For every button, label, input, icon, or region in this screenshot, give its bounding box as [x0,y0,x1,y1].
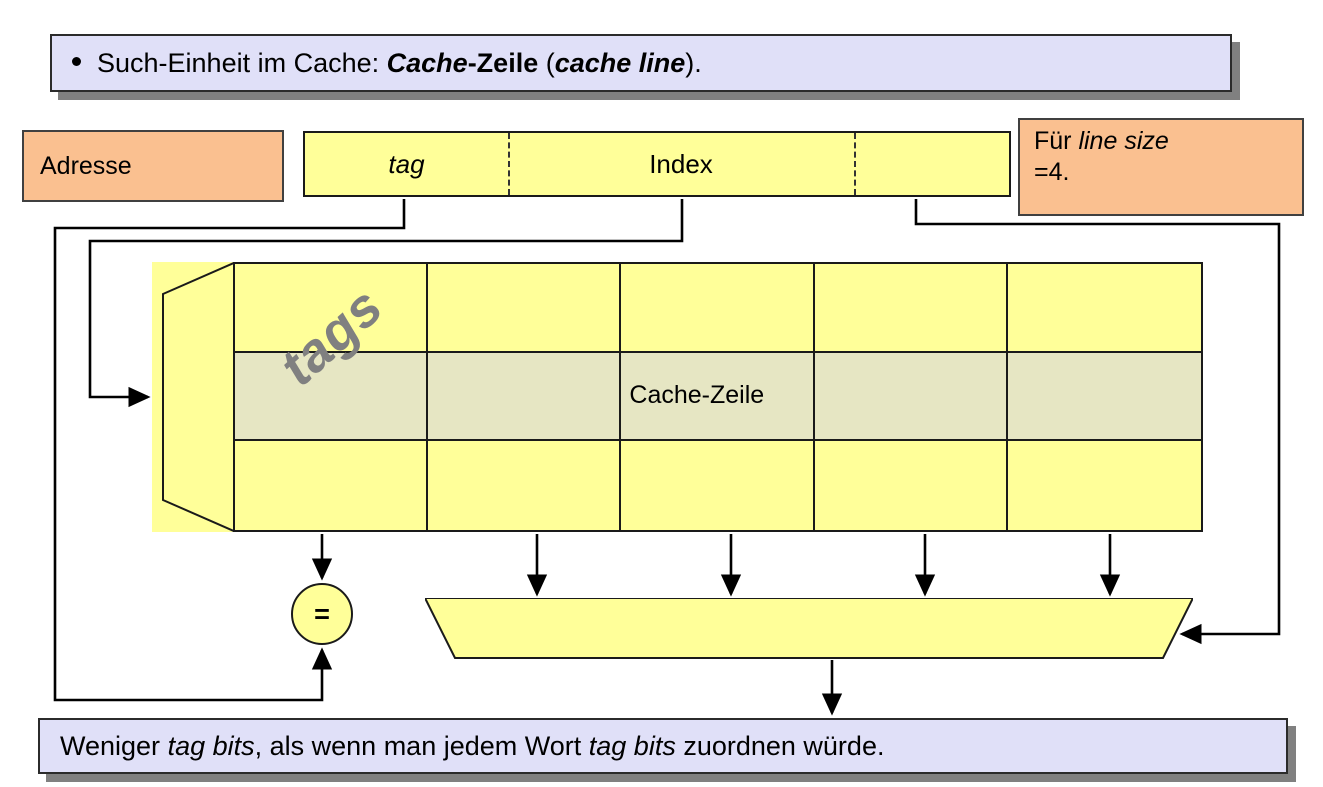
caption-part2: , als wenn man jedem Wort [254,730,589,761]
address-segment-offset [854,133,1009,195]
address-segment-tag: tag [305,133,508,195]
caption-part3: zuordnen würde. [675,730,885,761]
cache-cell-r0c1 [428,264,622,353]
callout-paren-close: ). [685,47,702,78]
cache-cell-r1c3 [814,352,1008,442]
cache-cell-r2c2 [621,441,815,530]
cache-cell-r1c2: Cache-Zeile [621,352,815,442]
address-divider-2 [854,133,856,195]
cache-cell-r2c0 [235,441,429,530]
address-segment-tag-label: tag [388,148,425,179]
comparator-equals: = [291,583,353,645]
callout-term-zeile: -Zeile [467,47,539,78]
address-segment-index: Index [508,133,854,195]
cache-cell-r1c1 [428,352,622,442]
cache-cell-r0c2 [621,264,815,353]
caption-emphasis-2: tag bits [588,730,676,761]
cache-cell-r0c0 [235,264,429,353]
callout-term-english: cache line [554,47,686,78]
bottom-caption-box: Weniger tag bits, als wenn man jedem Wor… [38,718,1288,774]
cache-cell-r0c3 [814,264,1008,353]
cache-cell-r1c4 [1007,352,1201,442]
tag-array-decoder [152,262,236,532]
cache-array-grid: Cache-Zeile [233,262,1203,532]
line-size-note-box: Für line size =4. [1018,118,1304,216]
bottom-caption-text: Weniger tag bits, als wenn man jedem Wor… [60,732,884,760]
adresse-label: Adresse [40,151,132,180]
line-size-emphasis: line size [1078,127,1169,155]
line-size-prefix: Für [1034,127,1079,155]
callout-prefix: Such-Einheit im Cache: [97,47,387,78]
cache-cell-r2c3 [814,441,1008,530]
cache-cell-r2c1 [428,441,622,530]
callout-paren-open: ( [538,47,555,78]
top-callout-text: Such-Einheit im Cache: Cache-Zeile (cach… [66,49,702,77]
adresse-label-box: Adresse [22,130,284,202]
line-size-note-line1: Für line size [1034,126,1302,157]
callout-term-cache: Cache [386,47,468,78]
top-callout-box: Such-Einheit im Cache: Cache-Zeile (cach… [50,34,1232,92]
bullet-dot-icon [72,56,81,66]
address-segment-index-label: Index [649,148,713,179]
comparator-label: = [314,598,330,629]
cache-cell-r2c4 [1007,441,1201,530]
multiplexer [425,598,1193,660]
cache-cell-r0c4 [1007,264,1201,353]
line-size-note-line2: =4. [1034,157,1070,186]
caption-emphasis-1: tag bits [167,730,255,761]
address-bar: tag Index [303,131,1011,197]
cache-cell-r1c0 [235,352,429,442]
address-divider-1 [508,133,510,195]
caption-part1: Weniger [60,730,168,761]
